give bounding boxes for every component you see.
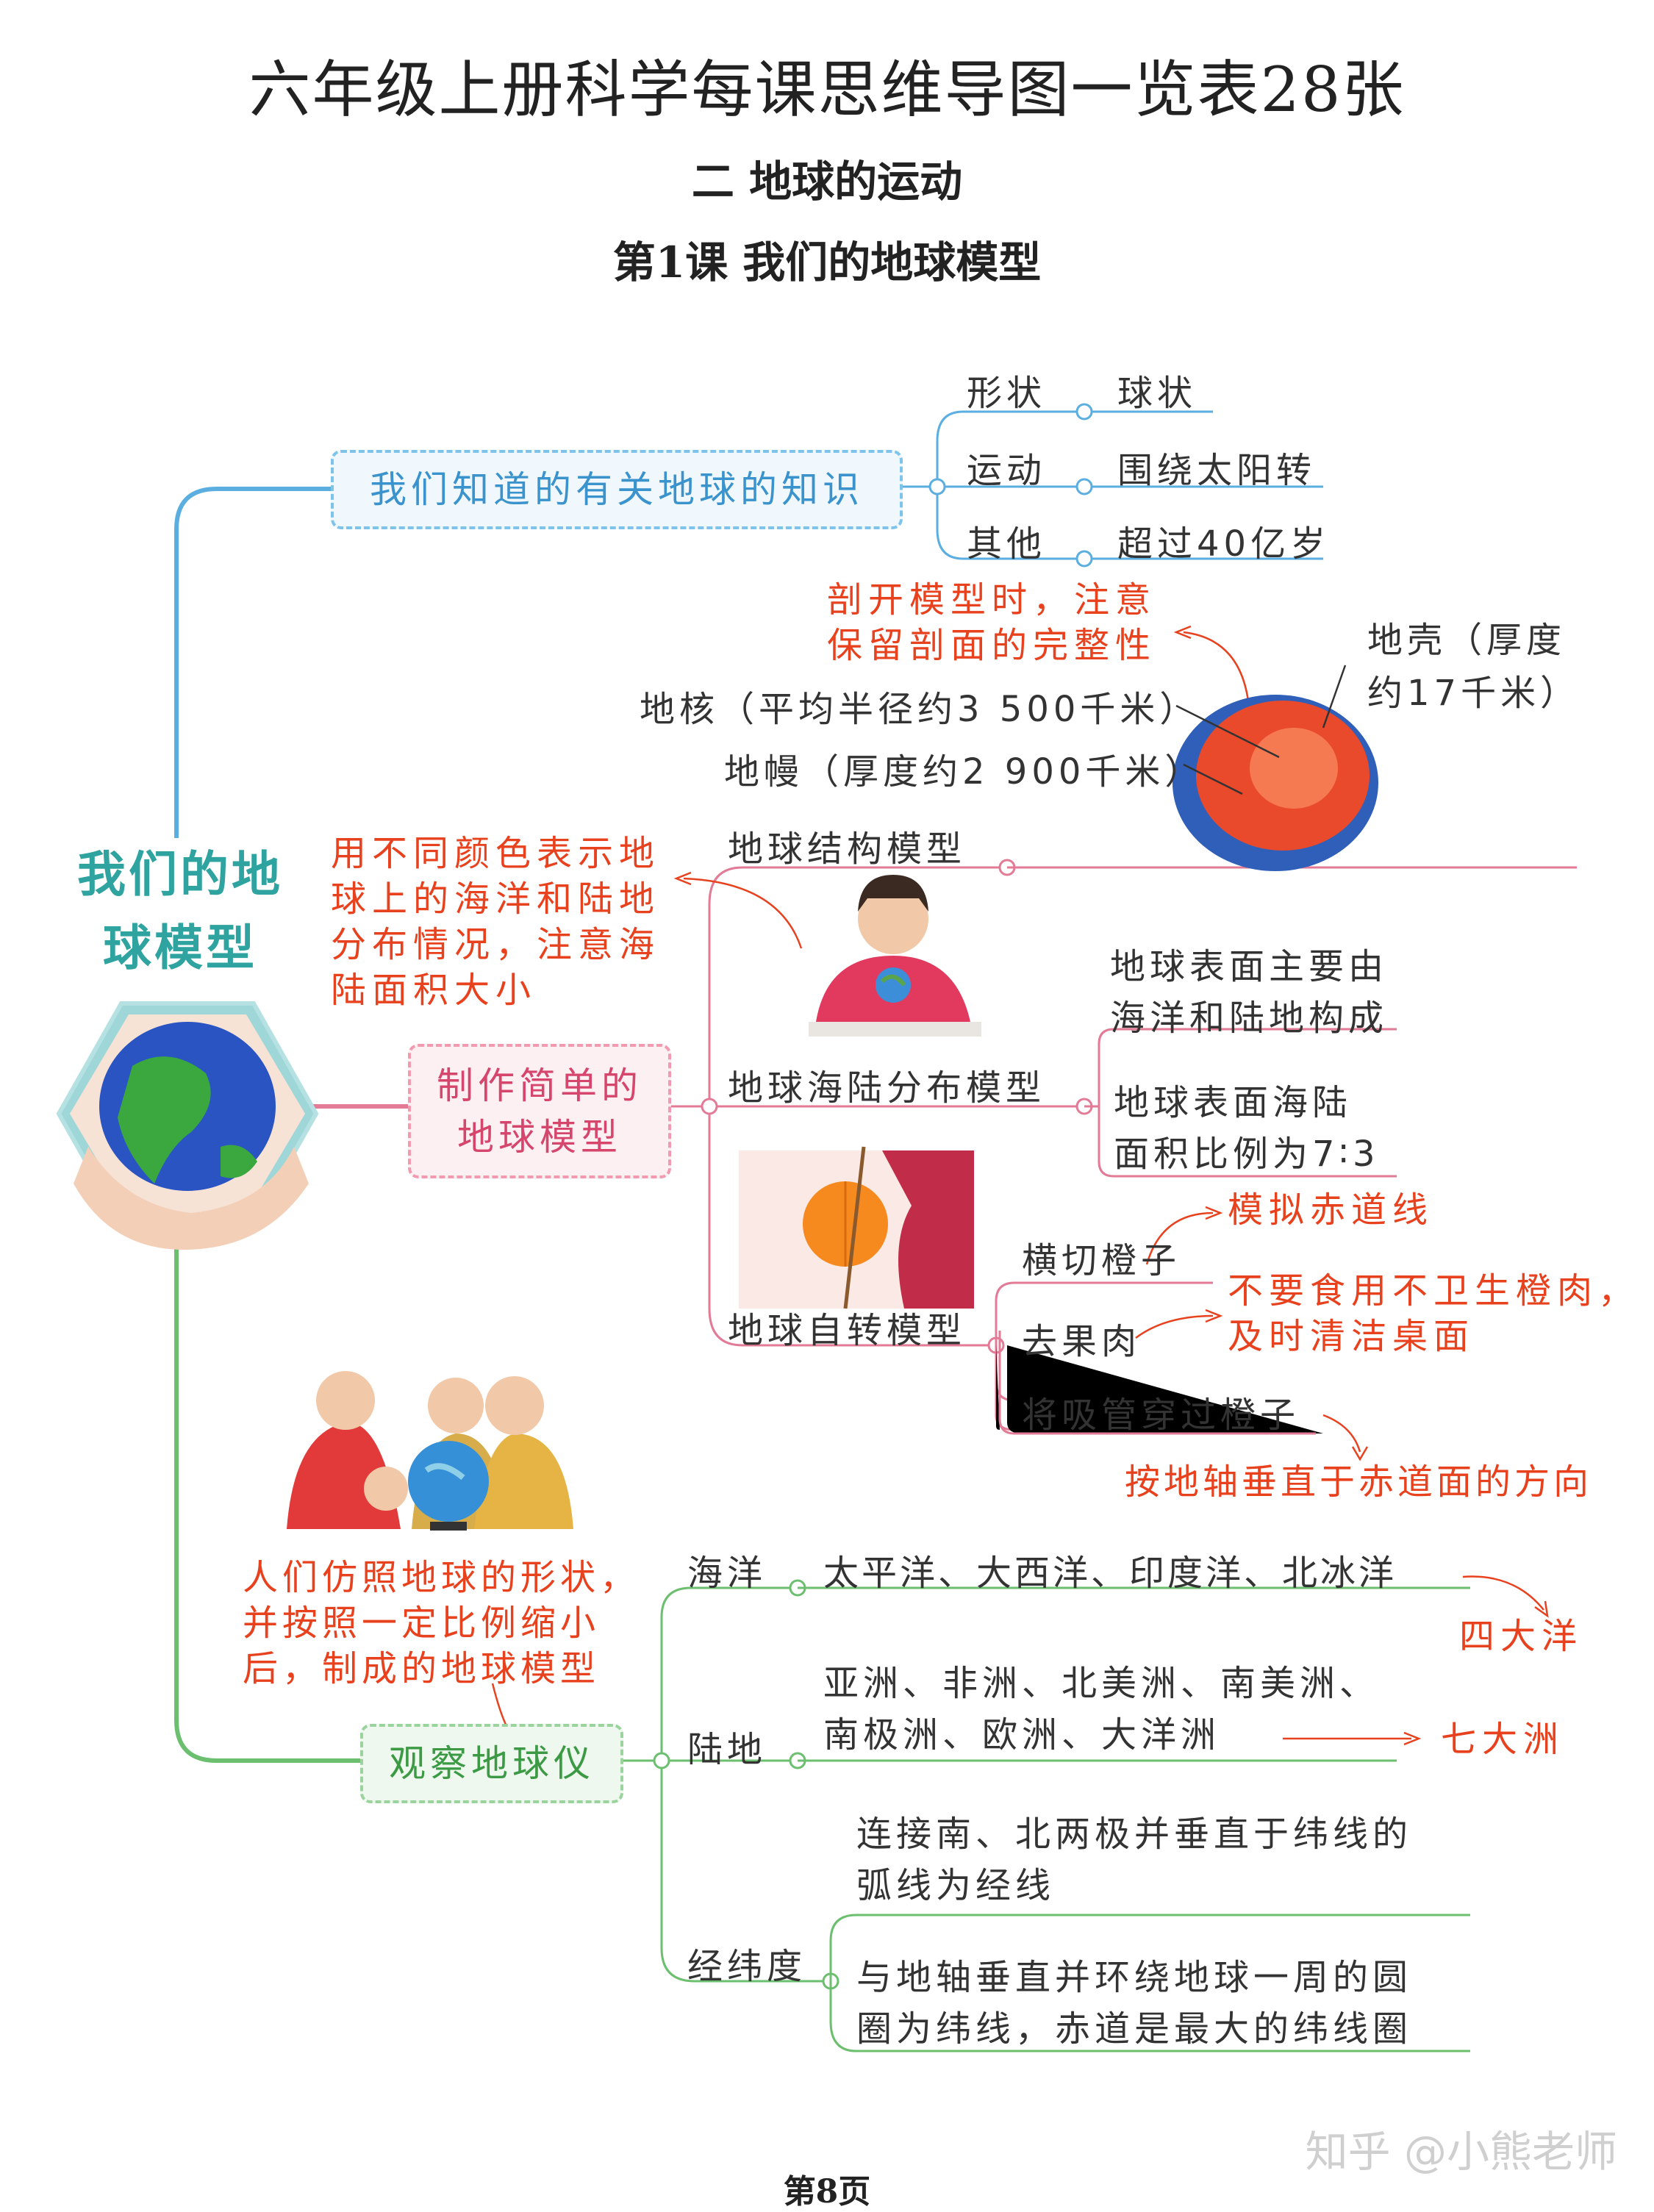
branch-make-label: 制作简单的 地球模型 [408,1044,671,1178]
rotation-note-equator: 模拟赤道线 [1228,1189,1434,1231]
branch-knowledge-label: 我们知道的有关地球的知识 [331,450,903,529]
rotation-step-straw: 将吸管穿过橙子 [1022,1395,1300,1436]
watermark: 知乎 @小熊老师 [1305,2127,1617,2177]
globe-land-note: 七大洲 [1441,1719,1565,1760]
rotation-step-cut: 横切橙子 [1022,1240,1181,1281]
globe-land-key: 陆地 [687,1729,767,1770]
globe-latlong-key: 经纬度 [687,1946,807,1987]
globe-ocean-value: 太平洋、大西洋、印度洋、北冰洋 [823,1553,1397,1594]
rotation-step-remove-pulp: 去果肉 [1022,1321,1142,1362]
ocean-land-note: 用不同颜色表示地 球上的海洋和陆地 分布情况，注意海 陆面积大小 [331,833,661,1011]
globe-ocean-key: 海洋 [687,1553,767,1594]
knowledge-key-shape: 形状 [967,373,1047,414]
central-topic: 我们的地 球模型 [77,846,283,976]
ocean-land-fact-2: 地球表面海陆 面积比例为7∶3 [1114,1082,1380,1175]
page-number: 第8页 [783,2173,871,2211]
latitude-definition: 与地轴垂直并环绕地球一周的圆 圈为纬线，赤道是最大的纬线圈 [856,1957,1413,2050]
main-title: 六年级上册科学每课思维导图一览表28张 [248,54,1406,126]
knowledge-value-motion: 围绕太阳转 [1117,450,1317,491]
orange-model-photo [739,1146,974,1309]
longitude-definition: 连接南、北两极并垂直于纬线的 弧线为经线 [856,1814,1413,1906]
girl-with-globe-photo [809,875,981,1037]
children-with-globe-photo [287,1371,573,1531]
central-clay-earth-image [56,1001,319,1250]
knowledge-value-other: 超过40亿岁 [1117,523,1331,565]
globe-ocean-note: 四大洋 [1459,1616,1583,1657]
rotation-note-clean: 不要食用不卫生橙肉， 及时清洁桌面 [1228,1270,1640,1357]
globe-land-value: 亚洲、非洲、北美洲、南美洲、 南极洲、欧洲、大洋洲 [823,1663,1380,1755]
ocean-land-model-label: 地球海陆分布模型 [728,1067,1046,1109]
ocean-land-fact-1: 地球表面主要由 海洋和陆地构成 [1110,946,1389,1039]
crust-label: 地壳（厚度 约17千米） [1367,620,1580,714]
mantle-label: 地幔（厚度约2 900千米） [724,751,1205,792]
knowledge-key-motion: 运动 [967,450,1047,491]
structure-cut-note: 剖开模型时，注意 保留剖面的完整性 [827,579,1157,666]
core-label: 地核（平均半径约3 500千米） [640,689,1200,730]
knowledge-value-shape: 球状 [1117,373,1197,414]
globe-definition-note: 人们仿照地球的形状， 并按照一定比例缩小 后，制成的地球模型 [243,1557,640,1689]
unit-title: 二 地球的运动 [691,157,963,207]
lesson-title: 第1课 我们的地球模型 [612,237,1042,287]
structure-model-label: 地球结构模型 [728,828,967,870]
branch-globe-label: 观察地球仪 [360,1724,623,1803]
rotation-model-label: 地球自转模型 [728,1310,967,1351]
rotation-note-axis: 按地轴垂直于赤道面的方向 [1125,1461,1593,1503]
knowledge-key-other: 其他 [967,523,1047,565]
